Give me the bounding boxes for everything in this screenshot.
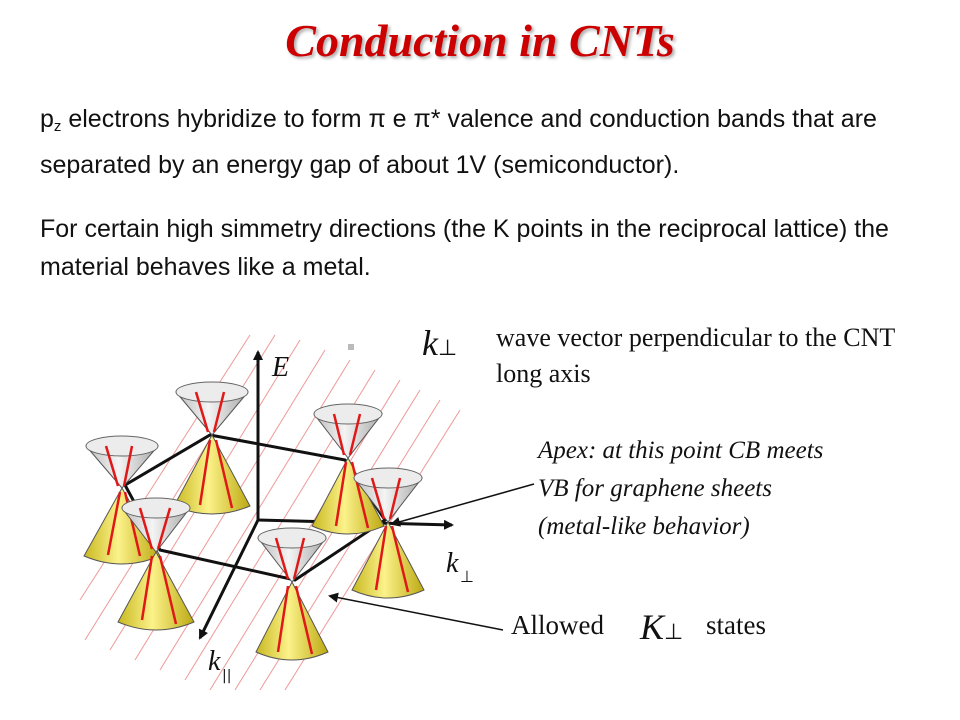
axis-kpar-label: k (208, 646, 221, 677)
grey-dot (348, 344, 354, 350)
kperp-perp: ⊥ (437, 335, 458, 360)
axis-kperp-sub: ⊥ (460, 567, 474, 586)
cone-6 (255, 527, 329, 661)
K-perp: ⊥ (664, 619, 684, 644)
allowed-pointer-line (328, 592, 504, 631)
axis-kpar-line (198, 519, 260, 640)
apex-pointer-line (390, 483, 535, 527)
brillouin-hexagon (123, 433, 388, 582)
kperp-letter: k (422, 323, 438, 363)
axis-kpar-sub: || (222, 668, 231, 684)
dirac-cones (83, 381, 425, 661)
axis-e-label: E (271, 352, 289, 383)
cone-2 (173, 381, 251, 515)
z-subscript: z (53, 118, 62, 135)
kperp-symbol: k⊥ (422, 322, 457, 364)
apex-text: Apex: at this point CB meets VB for grap… (538, 437, 824, 540)
cone-5 (117, 497, 195, 631)
K-letter: K (640, 607, 665, 647)
K-symbol: K⊥ (640, 606, 683, 648)
allowed-label: Allowed (511, 610, 604, 640)
p-letter: p (40, 105, 54, 133)
cone-4 (351, 467, 425, 599)
paragraph-bands-text: electrons hybridize to form π e π* valen… (40, 105, 877, 179)
axis-kperp-label: k (446, 548, 459, 579)
states-label: states (706, 610, 766, 640)
wave-vector-text: wave vector perpendicular to the CNT lon… (496, 323, 895, 388)
paragraph-symmetry: For certain high simmetry directions (th… (40, 215, 889, 281)
paragraph-bands: pz electrons hybridize to form π e π* va… (40, 100, 930, 184)
cone-3 (311, 403, 385, 535)
slide-title: Conduction in CNTs (285, 15, 675, 66)
cone-1 (83, 435, 161, 565)
